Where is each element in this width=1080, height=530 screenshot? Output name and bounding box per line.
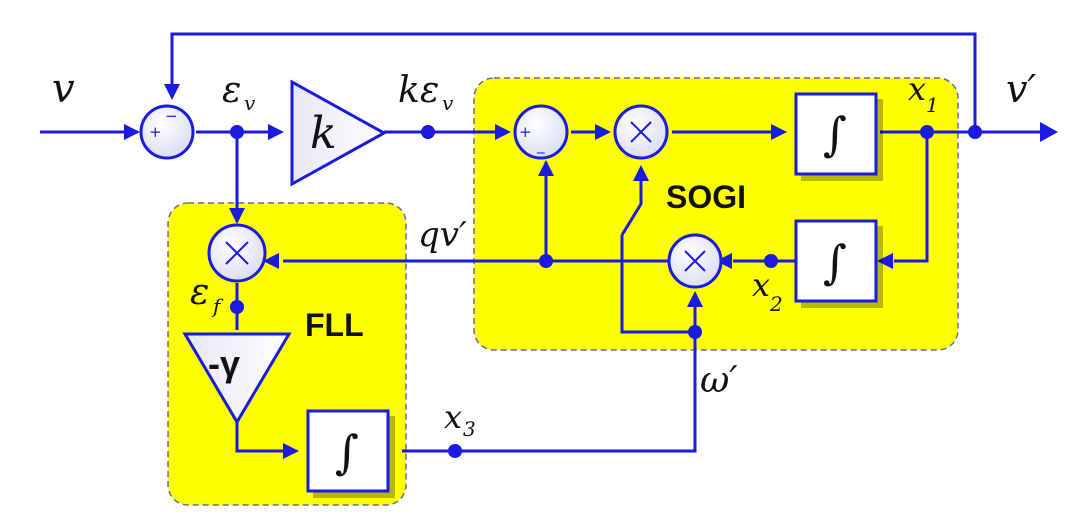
gain-output-eps: ε [420,70,439,111]
sogi-title: SOGI [666,179,746,215]
plus-sign: + [149,123,162,141]
gain-block-gamma: -γ [182,332,292,425]
integrator-2: ∫ [794,219,883,308]
gamma-label: -γ [208,343,240,384]
gain-block-k: k [290,79,388,187]
junction-eps-f [230,300,244,314]
omega-label: ω′ [700,360,738,401]
output-label: v′ [1006,67,1036,111]
integral-symbol: ∫ [823,107,847,161]
summing-junction-sogi: + _ [513,104,569,160]
junction-qv [539,254,553,268]
gain-output-sub: v [442,91,454,115]
minus-sign: − [165,107,178,125]
x1-label: x [908,70,926,108]
x3-label-sub: 3 [463,417,476,441]
multiplier-fll [207,223,267,283]
junction-output [968,125,982,139]
x3-label: x [444,398,462,436]
input-label-v: v [52,66,75,112]
error-label-sub: v [244,91,256,115]
junction-x2 [764,254,778,268]
integrator-3: ∫ [306,409,395,498]
gain-k-label: k [310,108,337,159]
junction-x3 [448,444,462,458]
minus-sign: _ [536,136,545,155]
integral-symbol: ∫ [823,235,847,289]
arrowheads [124,84,1058,459]
x2-label-sub: 2 [769,292,783,316]
freq-error-label: ε [190,272,209,313]
x2-label: x [752,266,770,304]
junction-omega [688,325,702,339]
multiplier-sogi-top [613,104,669,160]
summing-junction-input: + − [139,104,195,160]
fll-title: FLL [305,307,364,343]
integrator-1: ∫ [794,92,883,181]
qv-label: qv′ [418,215,467,255]
junction-k-eps-v [421,125,435,139]
x1-label-sub: 1 [926,93,939,117]
junction-eps-v [230,125,244,139]
junctions [230,125,982,458]
error-label: ε [222,70,241,111]
gain-output-k: k [398,70,420,111]
integral-symbol: ∫ [335,425,359,479]
junction-x1 [920,125,934,139]
multiplier-sogi-bottom [667,233,723,289]
plus-sign: + [519,123,532,141]
